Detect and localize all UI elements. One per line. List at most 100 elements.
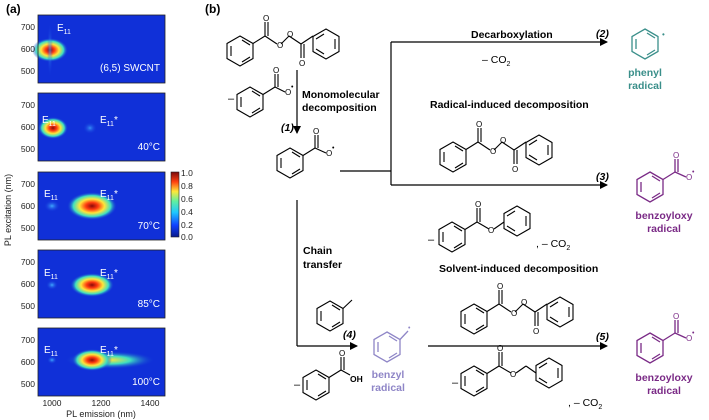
svg-text:O: O [287,30,293,39]
svg-text:O: O [490,147,496,156]
e11-star-label: E11* [100,115,118,128]
heatmap-panel-5: E11 E11* 100°C [38,328,165,396]
e11-peak [47,356,57,364]
e11-peak [46,280,58,290]
svg-text:O: O [313,127,319,136]
benzoyloxy-label-2: radical [647,223,681,235]
y-axis-label: PL excitation (nm) [3,174,13,246]
panel-a-label: (a) [6,2,21,16]
minus-sign-3: – [294,379,301,391]
chain-label-2: transfer [303,259,342,271]
benzyl-dot: • [408,325,411,332]
svg-text:O: O [510,370,516,379]
benzoyloxy-reagent [236,74,286,118]
e11-star-label: E11* [100,189,118,202]
chain-label-1: Chain [303,245,332,257]
svg-text:0.0: 0.0 [181,232,193,242]
svg-text:•: • [332,145,335,152]
svg-text:O: O [497,282,503,291]
e11-star-peak [70,273,114,297]
benzoic-o: O [339,349,345,358]
y-tick-labels: 700 600 500 700 600 500 700 600 500 700 … [21,22,35,389]
peroxide-mid-oxygens: O O O O [476,120,518,174]
benzoyloxy-product-1 [636,159,687,203]
svg-text:1400: 1400 [141,398,160,408]
svg-text:1.0: 1.0 [181,168,193,178]
e11-star-label: E11* [100,345,118,358]
panel-caption: 100°C [132,377,160,388]
minus-co2-label: – CO2 [482,54,511,68]
minus-sign-2: – [428,234,435,246]
mono-label-2: decomposition [302,102,377,114]
svg-text:600: 600 [21,44,35,54]
svg-text:O: O [512,165,518,174]
svg-text:0.2: 0.2 [181,220,193,230]
svg-text:1200: 1200 [92,398,111,408]
svg-text:O: O [263,14,269,23]
mono-label-1: Monomolecular [302,89,380,101]
minus-sign-4: – [452,377,459,389]
svg-text:500: 500 [21,144,35,154]
heatmap-panel-1: E11 (6,5) SWCNT [32,15,165,83]
reagent-oxygens: O O • [273,66,294,97]
svg-text:O: O [521,298,527,307]
e11-label: E11 [44,189,58,202]
e11-peak [44,200,60,212]
panel-caption: (6,5) SWCNT [100,63,160,74]
e11-star-peak [72,349,112,371]
e11-peak [38,117,68,139]
svg-text:500: 500 [21,66,35,76]
svg-text:600: 600 [21,122,35,132]
peroxide-top-oxygens: O O O O [263,14,305,68]
e11-label: E11 [44,345,58,358]
e11-label: E11 [42,115,56,128]
heatmap-panel-4: E11 E11* 85°C [38,250,165,318]
comma-minus-co2-2: , – CO2 [568,397,602,411]
dibenzoyl-peroxide-mid [439,128,553,173]
phenyl-label-1: phenyl [628,67,662,79]
svg-text:700: 700 [21,179,35,189]
svg-text:700: 700 [21,22,35,32]
phenyl-radical [631,28,659,60]
step-4: (4) [343,329,356,341]
svg-text:O: O [533,327,539,336]
heatmap-panel-2: E11 E11* 40°C [38,93,165,161]
svg-text:700: 700 [21,257,35,267]
step-3: (3) [596,171,609,183]
peroxide-bottom-oxygens: O O O O [497,282,539,336]
svg-text:0.6: 0.6 [181,194,193,204]
benzyl-label-2: radical [371,382,405,394]
svg-text:O: O [497,344,503,353]
svg-text:600: 600 [21,357,35,367]
svg-text:O: O [475,200,481,209]
colorbar: 1.0 0.8 0.6 0.4 0.2 0.0 [170,168,193,242]
heatmap-panel-3: E11 E11* 70°C [38,172,165,240]
benzyl-label-1: benzyl [372,369,405,381]
radical-induced-label: Radical-induced decomposition [430,99,589,111]
benzyl-radical [373,330,409,363]
benzoyloxy-central [276,135,327,179]
svg-text:•: • [692,169,695,176]
svg-text:500: 500 [21,301,35,311]
step-2: (2) [596,28,609,40]
e11-star-peak [83,122,97,134]
product1-oxygens: O O • [673,151,695,182]
svg-text:O: O [673,151,679,160]
svg-text:O: O [686,334,692,343]
comma-minus-co2-1: , – CO2 [536,238,570,252]
panel-caption: 70°C [138,221,160,232]
svg-text:O: O [488,226,494,235]
phenyl-dot: • [662,30,665,39]
svg-text:0.8: 0.8 [181,181,193,191]
svg-text:O: O [686,173,692,182]
dibenzoyl-peroxide-bottom [460,290,574,335]
svg-text:O: O [273,66,279,75]
solvent-induced-label: Solvent-induced decomposition [439,263,598,275]
svg-text:700: 700 [21,335,35,345]
svg-text:•: • [692,330,695,337]
svg-text:•: • [291,84,294,91]
x-tick-labels: 1000 1200 1400 [43,398,160,408]
svg-text:600: 600 [21,279,35,289]
panel-caption: 40°C [138,142,160,153]
